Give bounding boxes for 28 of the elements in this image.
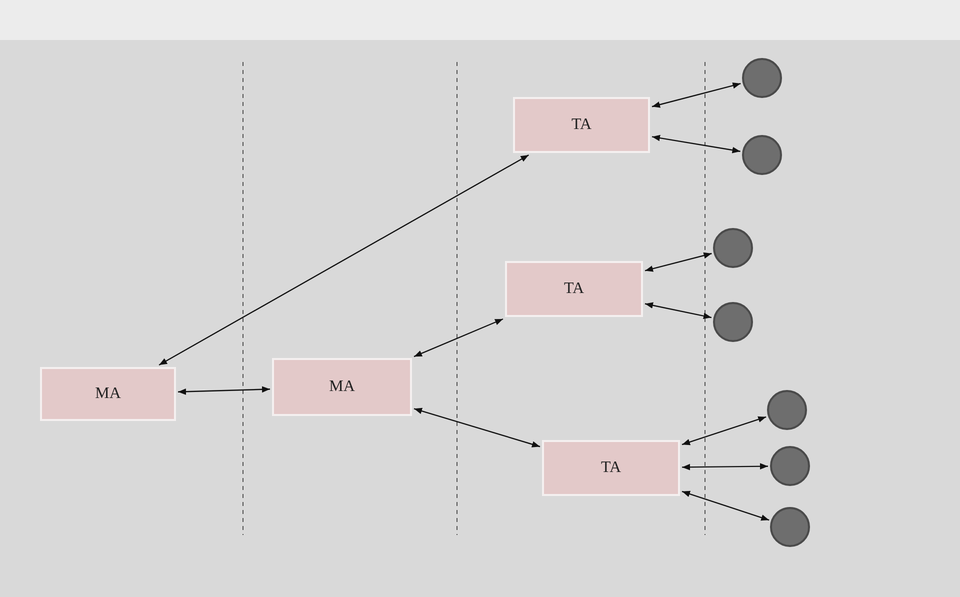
circle-node <box>713 228 753 268</box>
node-label: MA <box>95 385 121 403</box>
process-box <box>542 440 680 496</box>
double-arrow <box>178 386 270 395</box>
process-box <box>513 97 650 153</box>
circle-node <box>713 302 753 342</box>
process-box <box>272 358 412 416</box>
circle-node <box>770 507 810 547</box>
double-arrow <box>682 416 766 446</box>
double-arrow <box>414 318 504 358</box>
circle-node <box>742 135 782 175</box>
double-arrow <box>652 82 741 108</box>
process-box <box>505 261 643 317</box>
double-arrow <box>414 408 540 448</box>
double-arrow <box>158 154 529 366</box>
node-label: TA <box>571 116 592 134</box>
double-arrow <box>644 302 712 320</box>
double-arrow <box>682 490 770 521</box>
circle-node <box>767 390 807 430</box>
node-label: TA <box>564 280 584 298</box>
double-arrow <box>682 463 768 470</box>
circle-node <box>742 58 782 98</box>
double-arrow <box>652 134 740 154</box>
node-label: MA <box>329 378 355 396</box>
circle-node <box>770 446 810 486</box>
node-label: TA <box>600 459 622 477</box>
double-arrow <box>644 252 712 272</box>
process-box <box>40 367 176 421</box>
